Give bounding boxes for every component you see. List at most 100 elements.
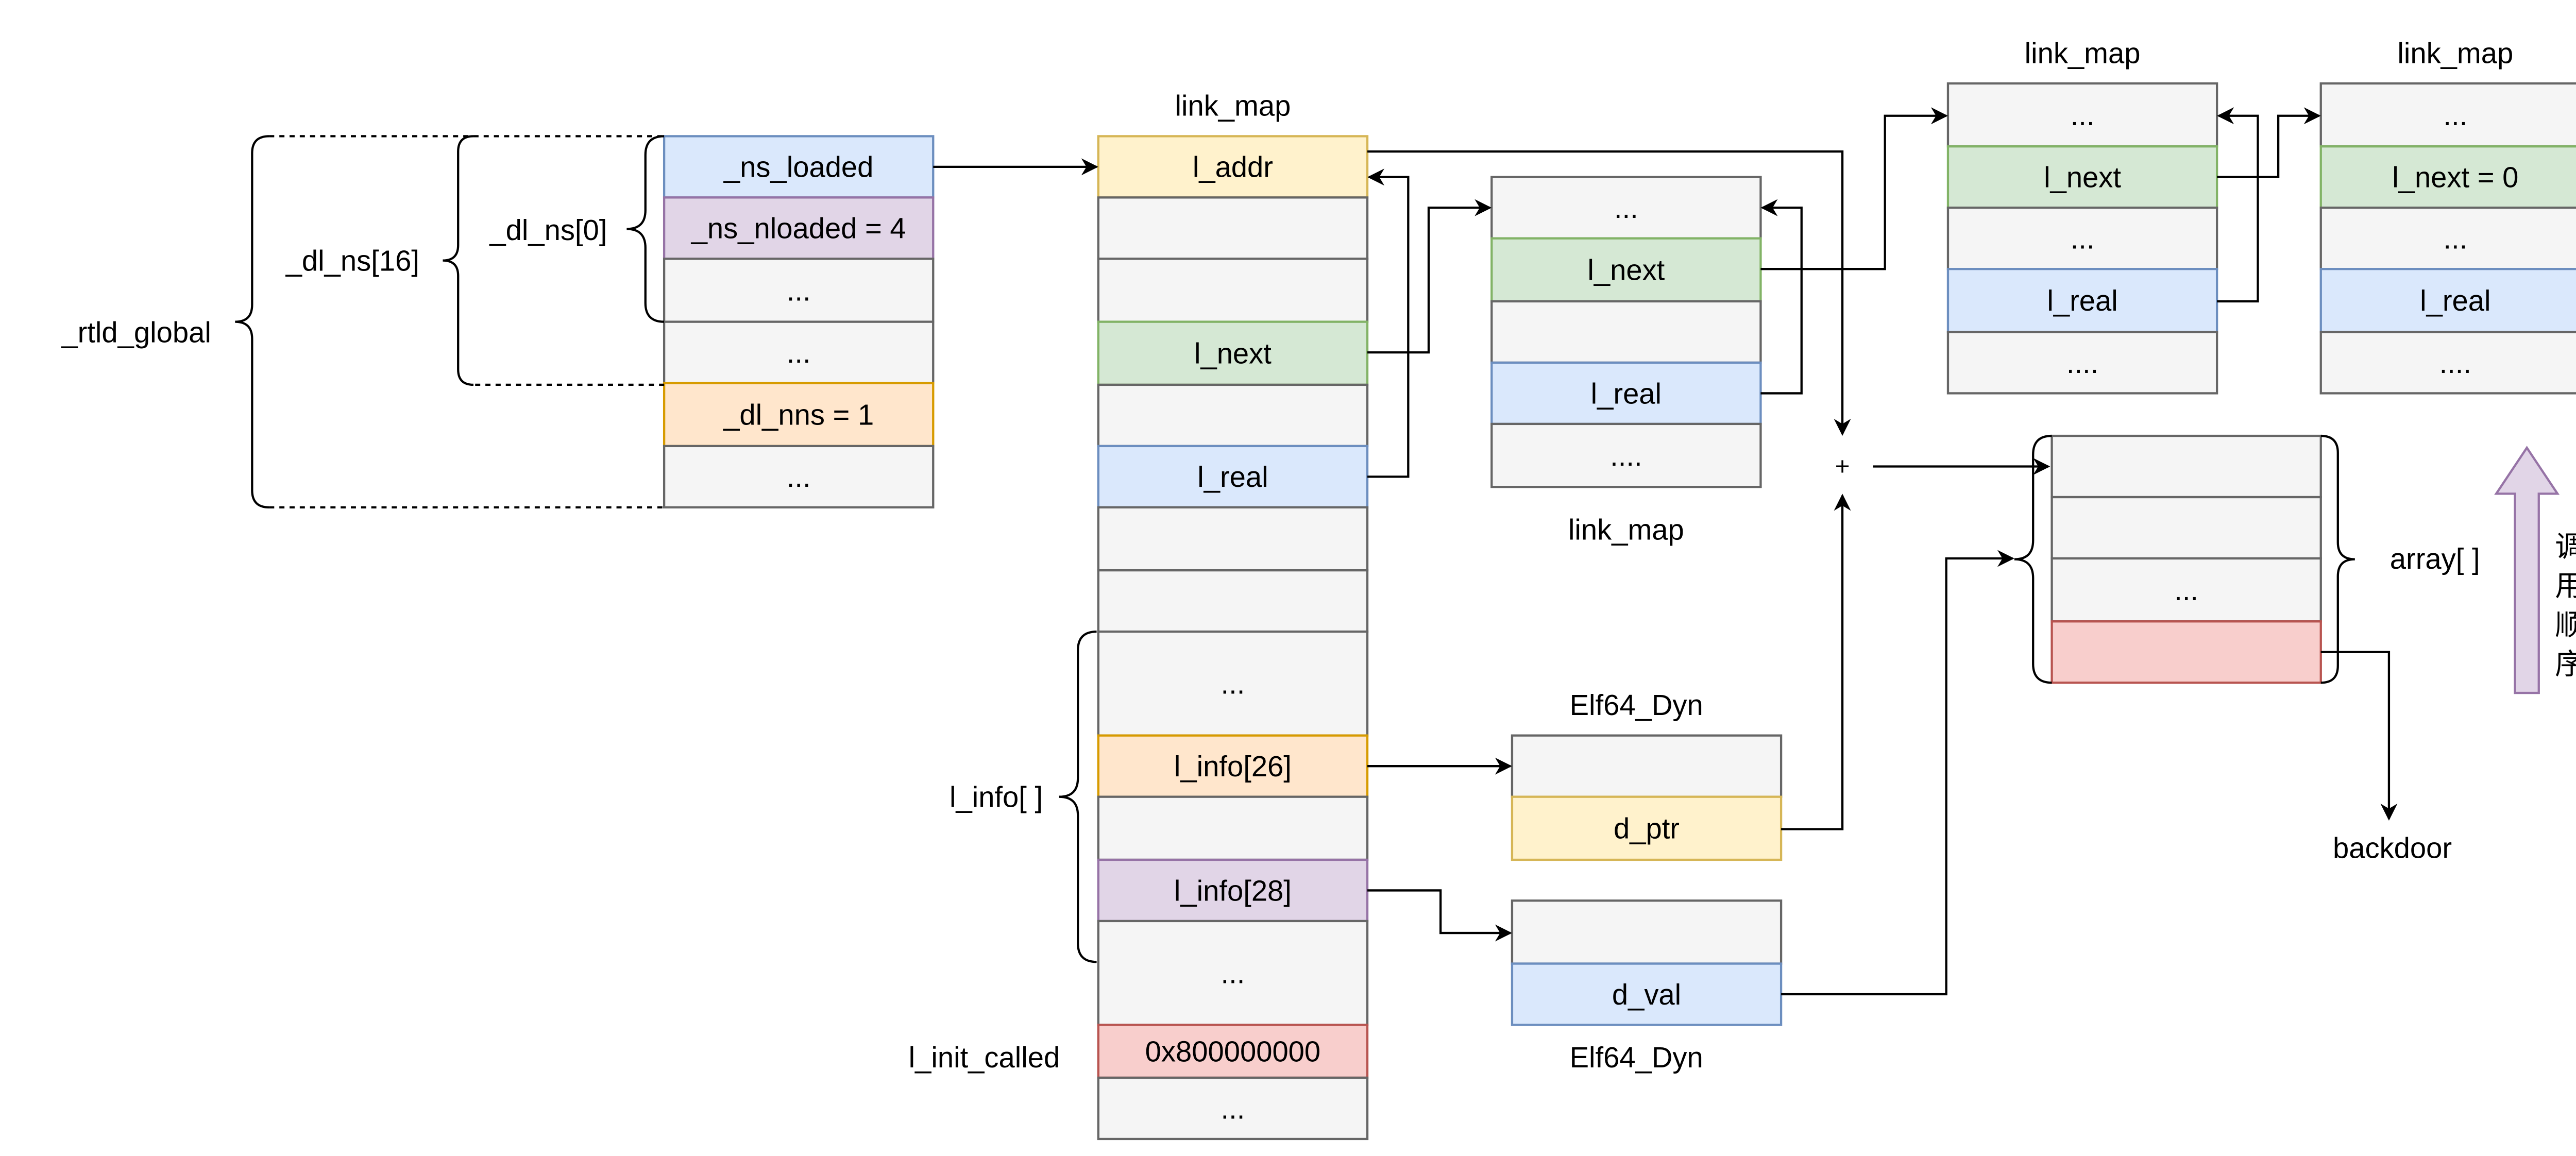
elf-dyn-2-cell: d_val	[1511, 962, 1783, 1026]
link-map-4-cell: l_real	[2319, 268, 2576, 333]
elf-dyn-1-cell	[1511, 734, 1783, 798]
cell-box	[1946, 207, 2218, 270]
cell-text: d_ptr	[1614, 812, 1680, 845]
cell-box	[2050, 434, 2322, 499]
cell-box	[1490, 176, 1762, 240]
brace-dl-ns0	[626, 135, 665, 323]
link-map-main-cell	[1097, 383, 1369, 448]
cell-text: ...	[1614, 192, 1638, 224]
cell-box	[1097, 196, 1369, 260]
rtld-cells-cell: ...	[663, 320, 935, 384]
array-cell: ...	[2050, 557, 2322, 623]
cell-box	[1097, 630, 1369, 737]
brace-array-left	[2014, 434, 2052, 684]
label-elf-dyn-1: Elf64_Dyn	[1570, 689, 1703, 721]
cell-box	[2319, 268, 2576, 333]
link-map-3-cell: l_real	[1946, 268, 2218, 333]
cell-box	[1097, 383, 1369, 448]
cell-box	[1490, 422, 1762, 488]
label-rtld-global: _rtld_global	[61, 316, 211, 348]
link-map-3-cell: ....	[1946, 331, 2218, 395]
link-map-4-cell: ...	[2319, 82, 2576, 148]
label-elf-dyn-2: Elf64_Dyn	[1570, 1041, 1703, 1074]
cell-text: ...	[787, 336, 811, 369]
cell-box	[2319, 82, 2576, 148]
link-map-3-cell: ...	[1946, 82, 2218, 148]
link-map-2-cell: ...	[1490, 176, 1762, 240]
link-map-4-cell: ...	[2319, 207, 2576, 270]
brace-array-right	[2320, 434, 2355, 684]
cell-text: l_info[26]	[1174, 750, 1292, 783]
cell-box	[663, 258, 935, 323]
cell-text: ....	[2066, 347, 2098, 379]
cell-text: l_next = 0	[2392, 161, 2518, 194]
cell-text: ...	[2174, 574, 2198, 606]
arrow-l-real-3	[2217, 107, 2259, 303]
link-map-main-cell: ...	[1097, 630, 1369, 737]
cell-text: _ns_nloaded = 4	[691, 212, 906, 245]
cell-text: _dl_nns = 1	[723, 399, 874, 431]
cell-text: ....	[2439, 347, 2471, 379]
arrow-l-real-main	[1367, 168, 1410, 478]
cell-text: l_next	[2044, 161, 2121, 194]
link-map-2-cell	[1490, 300, 1762, 364]
call-order-char: 调	[2555, 531, 2576, 563]
cell-text: l_info[28]	[1174, 874, 1292, 907]
link-map-main-cell: l_next	[1097, 320, 1369, 386]
cell-text: ....	[1610, 439, 1642, 472]
array-cell	[2050, 620, 2322, 684]
cell-box	[1097, 569, 1369, 633]
array-cell	[2050, 496, 2322, 560]
cell-box	[1946, 82, 2218, 148]
label-l-info: l_info[ ]	[950, 781, 1043, 813]
cell-text: l_real	[1197, 461, 1268, 493]
link-map-2-cell: l_next	[1490, 237, 1762, 303]
arrow-l-real-2	[1760, 199, 1803, 395]
cell-text: l_next	[1587, 254, 1665, 286]
call-order-char: 顺	[2555, 609, 2576, 641]
link-map-main-cell: ...	[1097, 920, 1369, 1026]
elf-dyn-1-cell: d_ptr	[1511, 795, 1783, 861]
plus-sign: +	[1835, 452, 1850, 481]
cell-text: 0x800000000	[1145, 1035, 1321, 1068]
cell-box	[1097, 1024, 1369, 1079]
cell-text: ...	[2443, 223, 2467, 255]
cell-box	[1097, 320, 1369, 386]
brace-l-info	[1059, 630, 1097, 963]
link-map-main-cell: ...	[1097, 1076, 1369, 1141]
cell-box	[1511, 795, 1783, 861]
link-map-main-cell	[1097, 506, 1369, 572]
call-order-char: 用	[2555, 570, 2576, 602]
cell-text: ...	[1221, 668, 1245, 700]
cell-text: l_real	[2047, 284, 2117, 317]
cell-text: l_real	[2420, 284, 2490, 317]
cell-text: l_next	[1194, 337, 1272, 370]
cell-text: l_addr	[1193, 151, 1273, 183]
cell-box	[663, 196, 935, 260]
cell-box	[1097, 258, 1369, 323]
cell-box	[2319, 331, 2576, 395]
cell-box	[1097, 795, 1369, 861]
label-link-map-main: link_map	[1175, 90, 1291, 122]
elf-dyn-2-cell	[1511, 899, 1783, 965]
label-l-init-called: l_init_called	[909, 1041, 1060, 1074]
call-order-char: 序	[2555, 648, 2576, 681]
link-map-2-cell: ....	[1490, 422, 1762, 488]
cell-box	[1946, 145, 2218, 209]
cell-box	[663, 135, 935, 199]
cell-box	[2050, 496, 2322, 560]
cell-box	[1490, 361, 1762, 426]
label-array: array[ ]	[2390, 542, 2480, 575]
link-map-main-cell	[1097, 258, 1369, 323]
link-map-main-cell: l_addr	[1097, 135, 1369, 199]
arrow-d-val-to-array	[1781, 550, 2014, 996]
label-link-map-3: link_map	[2025, 37, 2141, 69]
cell-box	[1097, 1076, 1369, 1141]
cell-text: _ns_loaded	[723, 151, 874, 183]
arrow-l-addr-to-plus	[1367, 150, 1851, 436]
rtld-cells-cell: _ns_nloaded = 4	[663, 196, 935, 260]
brace-dl-ns16	[443, 135, 474, 386]
cell-text: ...	[787, 461, 811, 493]
cell-text: ...	[787, 274, 811, 307]
